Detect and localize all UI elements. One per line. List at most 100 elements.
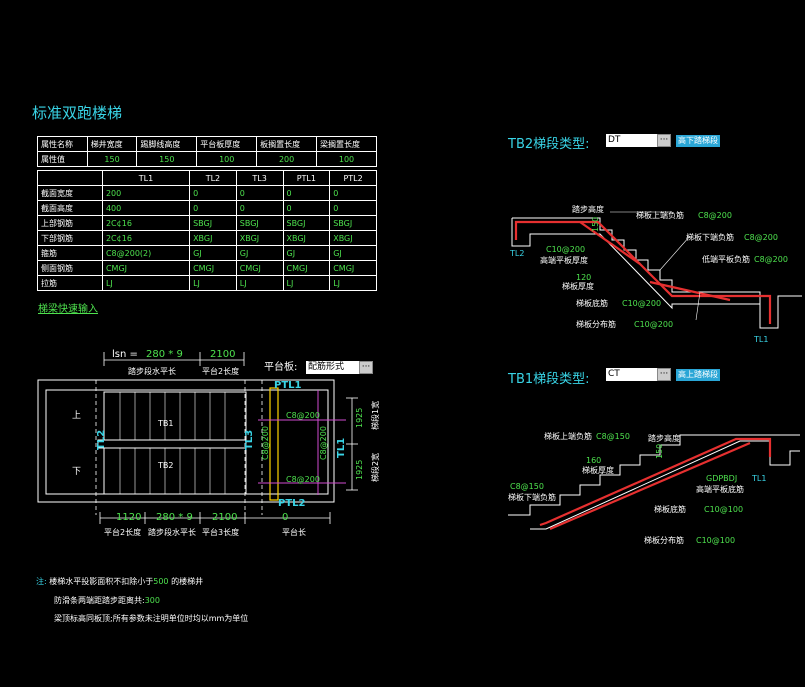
tb2-val-150: 150 — [591, 217, 600, 232]
platform-board-select[interactable]: 配筋形式 — [306, 361, 360, 374]
tb1-plan-label: TB1 — [157, 419, 173, 428]
tb1-high-up-button[interactable]: 高上踏梯段 — [676, 369, 720, 381]
rebar-value-cell[interactable]: 200 — [101, 185, 191, 201]
rebar-column-header: TL3 — [235, 170, 284, 186]
rebar-column-header: PTL2 — [329, 170, 377, 186]
attr-value-cell[interactable]: 200 — [256, 151, 318, 167]
rebar-row-label: 箍筋 — [37, 245, 103, 261]
rebar-value-cell[interactable]: GJ — [189, 245, 237, 261]
tb1-type-label: TB1梯段类型: — [508, 372, 590, 387]
down-label: 下 — [72, 467, 81, 477]
tb1-board-thickness-label: 梯板厚度 — [582, 465, 614, 475]
rebar-value-cell[interactable]: XBGJ — [329, 230, 377, 246]
rebar-row-label: 上部钢筋 — [37, 215, 103, 231]
rebar-value-cell[interactable]: 2C¢16 — [101, 215, 191, 231]
rebar-value-cell[interactable]: 0 — [329, 200, 377, 216]
platform-board-label: 平台板: — [264, 360, 297, 373]
tb1-high-platform-bottom: 高端平板底筋 — [696, 484, 744, 494]
tb2-board-thickness: 梯板厚度 — [562, 281, 594, 291]
run2-width-label: 梯段2宽 — [370, 453, 380, 482]
tb1-dist-bar-val: C10@100 — [696, 536, 735, 545]
note-line-3: 梁顶标高同板顶;所有参数未注明单位时均以mm为单位 — [54, 614, 249, 623]
tb2-high-low-button[interactable]: 高下踏梯段 — [676, 135, 720, 147]
tb2-high-platform: 高端平板厚度 — [540, 255, 588, 265]
rebar-value-cell[interactable]: CMGJ — [235, 260, 284, 276]
bottom-platform3-label: 平台3长度 — [202, 527, 239, 537]
rebar-value-cell[interactable]: 0 — [329, 185, 377, 201]
tb2-top-neg-val: C8@200 — [698, 211, 732, 220]
rebar-value-cell[interactable]: 400 — [101, 200, 191, 216]
tb2-dist-bar-val: C10@200 — [634, 320, 673, 329]
platform-board-more-button[interactable]: ··· — [359, 361, 373, 374]
top-platform-dim: 2100 — [210, 349, 235, 360]
rebar-value-cell[interactable]: 0 — [235, 185, 284, 201]
rebar-value-cell[interactable]: CMGJ — [282, 260, 331, 276]
tb1-type-select[interactable]: CT — [606, 368, 658, 381]
attr-value-cell[interactable]: 100 — [196, 151, 258, 167]
tb1-val-150: 150 — [655, 444, 664, 459]
tb2-low-platform: 低端平板负筋 — [702, 254, 750, 264]
rebar-value-cell[interactable]: 0 — [282, 200, 331, 216]
c8-200-top: C8@200 — [286, 411, 320, 420]
rebar-value-cell[interactable]: 2C¢16 — [101, 230, 191, 246]
rebar-value-cell[interactable]: 0 — [189, 200, 237, 216]
rebar-row-label: 截面宽度 — [37, 185, 103, 201]
rebar-value-cell[interactable]: XBGJ — [235, 230, 284, 246]
tb2-c10-200: C10@200 — [546, 245, 585, 254]
tb1-bottom-bar: 梯板底筋 — [654, 504, 686, 514]
rebar-value-cell[interactable]: LJ — [235, 275, 284, 291]
rebar-value-cell[interactable]: GJ — [282, 245, 331, 261]
attr-value-cell[interactable]: 100 — [316, 151, 377, 167]
attr-header-cell: 梯井宽度 — [86, 136, 138, 152]
tl3-plan-label: TL3 — [244, 430, 255, 450]
tb2-bottom-neg-val: C8@200 — [744, 233, 778, 242]
tb2-plan-label: TB2 — [157, 461, 173, 470]
tb2-type-more-button[interactable]: ··· — [657, 134, 671, 147]
tb2-bottom-neg: 梯板下端负筋 — [686, 232, 734, 242]
tb1-c8-150: C8@150 — [510, 482, 544, 491]
attr-value-cell[interactable]: 150 — [136, 151, 198, 167]
tl1-plan-label: TL1 — [336, 438, 347, 458]
rebar-value-cell[interactable]: C8@200(2) — [101, 245, 191, 261]
rebar-row-label: 侧面钢筋 — [37, 260, 103, 276]
rebar-value-cell[interactable]: CMGJ — [189, 260, 237, 276]
attr-value-cell[interactable]: 150 — [86, 151, 138, 167]
rebar-corner-cell — [37, 170, 103, 186]
rebar-value-cell[interactable]: GJ — [235, 245, 284, 261]
tb1-step-height: 踏步高度 — [648, 433, 680, 443]
rebar-value-cell[interactable]: LJ — [101, 275, 191, 291]
rebar-column-header: TL1 — [101, 170, 191, 186]
rebar-value-cell[interactable]: XBGJ — [282, 230, 331, 246]
rebar-value-cell[interactable]: SBGJ — [189, 215, 237, 231]
rebar-value-cell[interactable]: LJ — [329, 275, 377, 291]
tb2-type-select[interactable]: DT — [606, 134, 658, 147]
rebar-value-cell[interactable]: GJ — [329, 245, 377, 261]
beam-quick-input-link[interactable]: 梯梁快速输入 — [38, 304, 98, 315]
rebar-value-cell[interactable]: 0 — [189, 185, 237, 201]
rebar-value-cell[interactable]: XBGJ — [189, 230, 237, 246]
rebar-value-cell[interactable]: SBGJ — [329, 215, 377, 231]
tb1-gdpbdj: GDPBDJ — [706, 474, 737, 483]
tb2-dist-bar: 梯板分布筋 — [576, 319, 616, 329]
rebar-value-cell[interactable]: SBGJ — [235, 215, 284, 231]
rebar-value-cell[interactable]: 0 — [235, 200, 284, 216]
dim-1925-top: 1925 — [355, 408, 364, 428]
tb2-tl1: TL1 — [753, 335, 768, 344]
rebar-value-cell[interactable]: LJ — [189, 275, 237, 291]
rebar-value-cell[interactable]: SBGJ — [282, 215, 331, 231]
rebar-value-cell[interactable]: 0 — [282, 185, 331, 201]
note-line-1: 注: 楼梯水平投影面积不扣除小于500 的楼梯井 — [36, 577, 204, 586]
rebar-value-cell[interactable]: CMGJ — [329, 260, 377, 276]
tb1-section-drawing: 梯板上端负筋 C8@150 踏步高度 150 160 梯板厚度 GDPBDJ 高… — [508, 431, 800, 545]
lsn-value: 280 * 9 — [146, 349, 183, 360]
attr-header-cell: 板搁置长度 — [256, 136, 318, 152]
rebar-value-cell[interactable]: CMGJ — [101, 260, 191, 276]
rebar-value-cell[interactable]: LJ — [282, 275, 331, 291]
tb1-type-more-button[interactable]: ··· — [657, 368, 671, 381]
tb2-bottom-bar-val: C10@200 — [622, 299, 661, 308]
tb2-type-label: TB2梯段类型: — [508, 137, 590, 152]
